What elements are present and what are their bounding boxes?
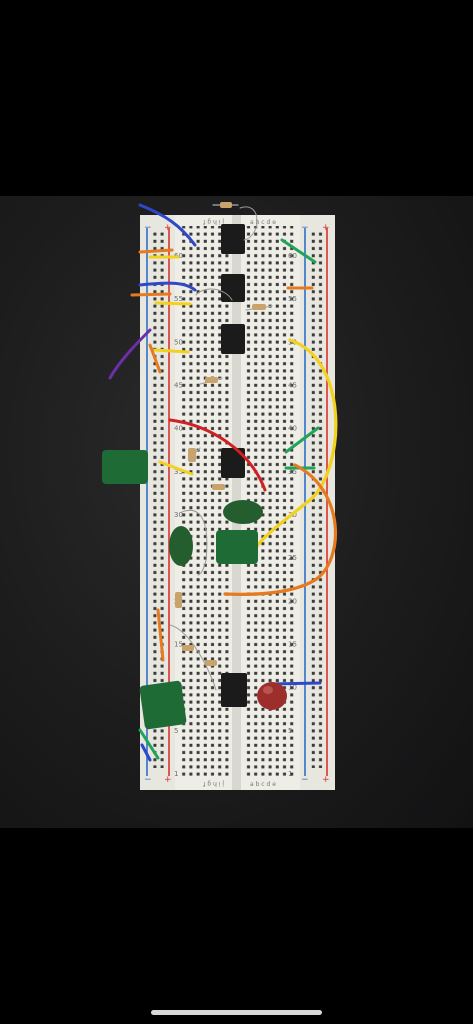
resistor	[205, 377, 218, 383]
wire-orange	[130, 292, 172, 297]
row-number: 1	[288, 770, 292, 778]
rail-plus-symbol: +	[164, 775, 172, 785]
wire-green	[138, 728, 160, 760]
row-number: 55	[174, 295, 183, 303]
resistor	[175, 592, 182, 608]
rail-plus-symbol: +	[322, 223, 330, 233]
home-indicator	[151, 1010, 322, 1015]
row-number: 10	[288, 684, 297, 692]
wire-green	[280, 238, 317, 264]
row-number: 15	[288, 641, 297, 649]
row-number: 1	[174, 770, 178, 778]
row-number: 5	[288, 727, 292, 735]
ic-chip	[221, 448, 245, 478]
row-number: 40	[174, 425, 183, 433]
rail-minus-symbol: −	[144, 223, 152, 233]
rail-plus-symbol: +	[164, 223, 172, 233]
ic-chips	[221, 224, 247, 707]
row-number: 20	[288, 597, 297, 605]
row-number: 50	[174, 338, 183, 346]
capacitors	[102, 450, 263, 730]
resistor	[182, 645, 194, 651]
ic-chip	[221, 673, 247, 707]
jumper-wires	[108, 203, 338, 762]
wire-green	[284, 426, 320, 454]
row-number: 60	[288, 252, 297, 260]
row-number: 45	[288, 382, 297, 390]
rail-minus-symbol: −	[301, 223, 309, 233]
ceramic-capacitor	[169, 526, 193, 566]
rail-plus-symbol: +	[322, 775, 330, 785]
row-number: 30	[174, 511, 183, 519]
wire-orange	[148, 343, 162, 374]
film-capacitor	[139, 680, 187, 730]
row-number: 25	[288, 554, 297, 562]
resistors	[175, 202, 273, 666]
resistor	[188, 448, 196, 462]
row-number: 35	[174, 468, 183, 476]
column-letters: a b c d e	[250, 781, 276, 788]
wire-yellow	[158, 460, 194, 476]
rail-minus-symbol: −	[301, 775, 309, 785]
wire-blue	[138, 203, 197, 247]
row-number: 5	[174, 727, 178, 735]
wire-orange	[156, 608, 165, 662]
wire-blue	[138, 281, 197, 292]
row-number: 15	[174, 641, 183, 649]
led	[257, 682, 287, 710]
column-letters: j i h g f	[202, 780, 225, 787]
wire-orange	[138, 248, 174, 254]
resistor	[205, 660, 217, 666]
film-capacitor	[102, 450, 148, 484]
wire-orange	[223, 463, 338, 596]
resistor	[220, 202, 232, 208]
ceramic-capacitor	[223, 500, 263, 524]
row-number: 45	[174, 382, 183, 390]
ic-chip	[221, 274, 245, 302]
ic-chip	[221, 324, 245, 354]
resistor	[212, 484, 225, 490]
wire-purple	[108, 328, 152, 380]
row-number: 35	[288, 468, 297, 476]
rail-minus-symbol: −	[144, 775, 152, 785]
wire-yellow	[154, 301, 192, 306]
wire-red	[168, 418, 267, 492]
resistor	[252, 304, 266, 310]
wire-blue	[140, 743, 152, 762]
film-capacitor	[216, 530, 258, 564]
wire-yellow	[256, 338, 338, 547]
row-number: 40	[288, 425, 297, 433]
row-number: 55	[288, 295, 297, 303]
ic-chip	[221, 224, 245, 254]
wire-yellow	[153, 348, 190, 354]
column-letters: j i h g f	[202, 218, 225, 225]
column-letters: a b c d e	[250, 219, 276, 226]
